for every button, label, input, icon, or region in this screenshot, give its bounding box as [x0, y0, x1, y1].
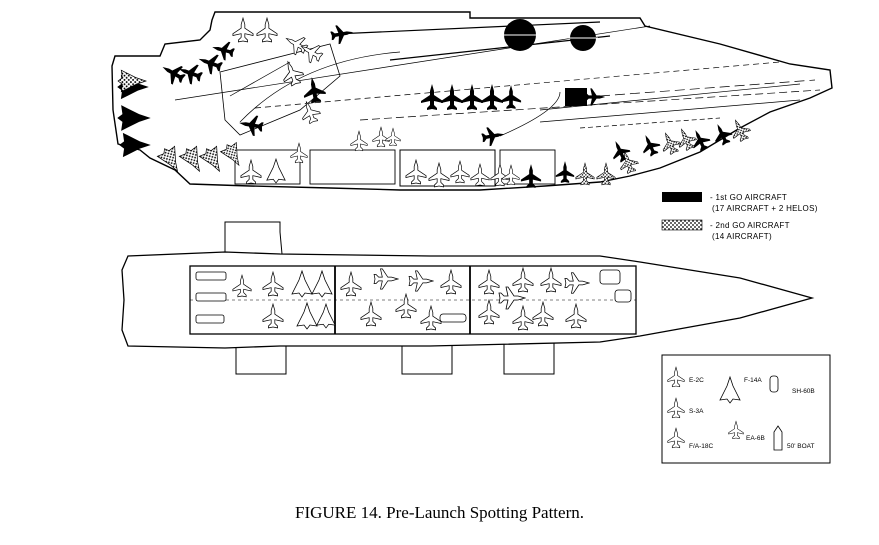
angled-deck-area [219, 43, 341, 136]
first-go-aircraft [117, 22, 735, 188]
hangar-deck [121, 221, 815, 375]
hangar-elevator-top [224, 221, 283, 255]
hangar-elevator-bottom-1 [235, 342, 287, 375]
aircraft-key-box [661, 354, 831, 464]
legend-second-go-line1: - 2nd GO AIRCRAFT [710, 221, 790, 230]
key-label-sh60b: SH-60B [792, 388, 815, 395]
elevator-2 [309, 149, 396, 185]
figure-caption: FIGURE 14. Pre-Launch Spotting Pattern. [295, 503, 584, 522]
island-structure [399, 149, 496, 187]
key-label-f14a: F-14A [744, 377, 762, 384]
flight-deck [111, 11, 833, 191]
elevator-1 [234, 149, 301, 185]
legend-first-go-line2: (17 AIRCRAFT + 2 HELOS) [712, 204, 818, 213]
legend-swatch-second-go [661, 219, 703, 231]
sh60b-icon [769, 375, 779, 393]
legend-second-go-line2: (14 AIRCRAFT) [712, 232, 772, 241]
legend-first-go-line1: - 1st GO AIRCRAFT [710, 193, 787, 202]
key-label-boat: 50' BOAT [787, 443, 815, 450]
key-label-ea6b: EA-6B [746, 435, 765, 442]
legend: - 1st GO AIRCRAFT (17 AIRCRAFT + 2 HELOS… [661, 192, 818, 241]
key-label-fa18c: F/A-18C [689, 443, 714, 450]
legend-swatch-first-go [662, 192, 702, 202]
key-label-e2c: E-2C [689, 377, 704, 384]
key-label-s3a: S-3A [689, 408, 704, 415]
hangar-elevator-bottom-2 [401, 342, 453, 375]
boat-icon [773, 425, 783, 451]
hangar-elevator-bottom-3 [503, 342, 555, 375]
hangar-aircraft [195, 267, 632, 331]
aircraft-key: E-2C S-3A F/A-18C F-14A EA-6B SH-60B 50'… [661, 354, 831, 464]
